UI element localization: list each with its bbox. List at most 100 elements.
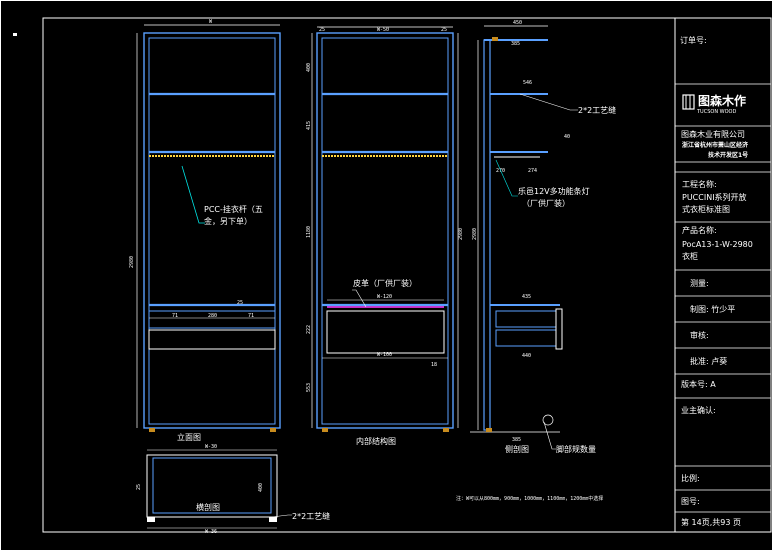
side-dim-435: 435	[522, 294, 531, 300]
internal-dim-415: 415	[306, 121, 312, 130]
side-dim-440: 440	[522, 353, 531, 359]
side-dim-274: 274	[528, 168, 537, 174]
section-dim-right: 400	[258, 483, 264, 492]
rod-label: PCC-挂衣杆（五	[204, 204, 263, 214]
measure-label: 测量:	[690, 279, 709, 288]
section-view: W-30 W-36 25 400 2*2工艺缝 横剖图	[136, 444, 330, 535]
front-dim-280: 280	[208, 313, 217, 319]
front-outer	[143, 32, 281, 429]
side-dim-40: 40	[564, 134, 570, 140]
side-drawer-face	[555, 308, 563, 350]
width-note: 注：W可以从800mm，900mm，1000mm，1100mm，1200mm中选…	[456, 495, 603, 502]
side-dim-546: 546	[523, 80, 532, 86]
internal-foot-right	[443, 428, 449, 432]
order-no-label: 订单号:	[680, 36, 707, 45]
internal-outer	[316, 32, 454, 429]
front-view: W 2980 71 280 71 25 PCC-挂衣杆（五 金，另下单） 立面图	[129, 19, 281, 442]
side-panel	[483, 39, 491, 431]
section-door-left	[147, 517, 155, 522]
side-dim-450: 450	[513, 20, 522, 26]
project-line-2: 式衣柜标准图	[682, 205, 730, 214]
scale-label: 比例:	[681, 474, 700, 483]
section-dim-w30: W-30	[205, 444, 217, 450]
front-drawer	[148, 329, 276, 350]
front-inner	[148, 37, 276, 425]
section-seam-label: 2*2工艺缝	[292, 511, 330, 521]
brand-name: 图森木作	[698, 94, 747, 108]
section-inner	[152, 457, 272, 514]
side-foot	[486, 428, 492, 432]
front-dim-71b: 71	[248, 313, 254, 319]
internal-view-title: 内部结构图	[356, 436, 396, 446]
front-dim-71a: 71	[172, 313, 178, 319]
project-line-1: PUCCINI系列开放	[682, 193, 747, 202]
section-view-title: 横剖图	[196, 502, 220, 512]
product-line-2: 衣柜	[682, 252, 698, 261]
section-dim-w36: W-36	[205, 529, 217, 535]
side-dim-270: 270	[496, 168, 505, 174]
internal-dim-400: 400	[306, 63, 312, 72]
hardware-label: 脚部规数量	[556, 444, 596, 454]
front-foot-left	[149, 428, 155, 432]
internal-foot-left	[322, 428, 328, 432]
section-seam-leader	[271, 514, 292, 518]
front-drawer-top	[148, 310, 276, 329]
leather-label: 皮革（厂供厂装）	[353, 278, 417, 288]
version-label: 版本号: A	[681, 380, 716, 389]
internal-dim-25a: 25	[319, 27, 325, 33]
light-leader	[495, 159, 518, 197]
front-dim-h: 2980	[129, 256, 135, 268]
product-label: 产品名称:	[682, 226, 717, 235]
approved-by: 批准: 卢葵	[690, 357, 728, 366]
light-label-2: （厂供厂装）	[522, 198, 570, 208]
internal-dim-2980: 2980	[458, 228, 464, 240]
leather-leader	[352, 289, 367, 308]
side-foot-hardware	[542, 414, 554, 426]
title-block-lines	[675, 83, 771, 513]
internal-inner	[321, 37, 449, 425]
company-address-1: 浙江省杭州市萧山区经济	[682, 142, 749, 149]
brand-logo-icon	[682, 94, 695, 110]
internal-dim-w50: W-50	[377, 27, 389, 33]
drawing-frame	[42, 17, 772, 533]
brand-en: TUCSON WOOD	[697, 109, 737, 115]
internal-view: W-50 25 25 400 415 1180 222 553 2980 W-1…	[306, 26, 464, 446]
section-door-right	[269, 517, 277, 522]
product-line-1: PocA13-1-W-2980	[682, 240, 753, 249]
side-dim-2980: 2980	[472, 228, 478, 240]
side-drawer-2	[495, 329, 557, 347]
rod-label-2: 金，另下单）	[204, 216, 252, 226]
internal-dim-25b: 25	[441, 27, 447, 33]
review-label: 审核:	[690, 331, 709, 340]
section-outer	[146, 454, 278, 518]
side-drawer-1	[495, 310, 557, 328]
section-dim-left: 25	[136, 484, 142, 490]
front-foot-right	[270, 428, 276, 432]
owner-confirm: 业主确认:	[681, 406, 716, 415]
company-name: 图森木业有限公司	[681, 130, 745, 139]
craft-seam-leader	[519, 93, 578, 111]
side-view: 450 385 2980 546 40 270 274 435 440 385 …	[470, 20, 616, 454]
internal-drawer	[326, 310, 445, 354]
corner-mark	[13, 33, 17, 36]
internal-dim-222: 222	[306, 325, 312, 334]
light-label: 乐邑12V多功能条灯	[518, 186, 590, 196]
company-address-2: 技术开发区1号	[708, 152, 749, 159]
hardware-leader	[543, 421, 556, 450]
side-view-title: 侧剖图	[505, 444, 529, 454]
side-dim-385: 385	[511, 41, 520, 47]
side-top-cap	[492, 37, 498, 41]
front-view-title: 立面图	[177, 432, 201, 442]
side-dim-bottom-385: 385	[512, 437, 521, 443]
internal-dim-w120-label: W-120	[377, 294, 392, 300]
craft-seam-label: 2*2工艺缝	[578, 105, 616, 115]
front-dim-w: W	[209, 19, 213, 25]
page-counter: 第 14页,共93 页	[681, 518, 741, 527]
internal-dim-1180: 1180	[306, 226, 312, 238]
drawn-by: 制图: 竹少平	[690, 305, 736, 314]
drawing-no-label: 图号:	[681, 497, 700, 506]
project-label: 工程名称:	[682, 180, 717, 189]
front-dim-25: 25	[237, 300, 243, 306]
